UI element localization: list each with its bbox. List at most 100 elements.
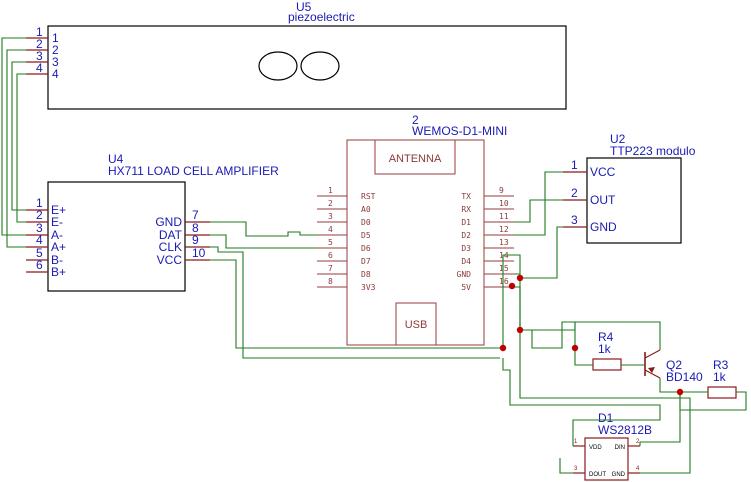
u4-value: HX711 LOAD CELL AMPLIFIER bbox=[108, 164, 279, 178]
u4-pin-number: 3 bbox=[36, 221, 43, 235]
wemos-pin-number: 7 bbox=[328, 264, 333, 273]
u4-right-pins: 7 8 9 10 GND DAT CLK VCC bbox=[155, 208, 210, 267]
r4-value: 1k bbox=[598, 342, 612, 356]
wemos-pin-number: 8 bbox=[328, 277, 333, 286]
d1-pin-number: 3 bbox=[574, 466, 578, 472]
junction-dot bbox=[676, 388, 684, 396]
u4-pin-number: 5 bbox=[36, 246, 43, 260]
d1-pin-label: DOUT bbox=[589, 472, 606, 478]
component-d1-ws2812b[interactable]: D1 WS2812B 1 2 3 4 VDD DIN DOUT GND bbox=[573, 411, 652, 481]
wire-piezo1-a-minus bbox=[1, 37, 26, 236]
wemos-left-pins: 1 2 3 4 5 6 7 8 RST A0 D0 D5 D6 D7 D8 3V… bbox=[317, 186, 376, 292]
wire-led-din bbox=[639, 392, 681, 446]
wemos-body bbox=[346, 139, 485, 346]
wemos-pin-number: 4 bbox=[328, 225, 333, 234]
component-wemos-d1-mini[interactable]: 2 WEMOS-D1-MINI ANTENNA USB 1 2 3 4 5 6 … bbox=[317, 113, 514, 346]
u5-pin-number: 4 bbox=[36, 61, 43, 75]
u5-value: piezoelectric bbox=[288, 10, 355, 24]
q2-value: BD140 bbox=[666, 370, 703, 384]
wemos-ref: 2 bbox=[412, 113, 419, 127]
wire-piezo4-e-minus bbox=[16, 73, 26, 223]
u5-pin-label: 3 bbox=[52, 55, 59, 69]
u4-pin-number: 2 bbox=[36, 208, 43, 222]
u4-pin-label: VCC bbox=[157, 253, 183, 267]
u4-pin-number: 7 bbox=[192, 208, 199, 222]
junctions bbox=[499, 274, 684, 396]
u5-piezo-disc-right bbox=[300, 51, 340, 81]
u2-pins: 1 2 3 VCC OUT GND bbox=[563, 158, 617, 234]
wemos-antenna-label: ANTENNA bbox=[389, 153, 442, 165]
u4-pin-number: 10 bbox=[192, 246, 206, 260]
u4-pin-number: 8 bbox=[192, 221, 199, 235]
wire-piezo3-e-plus bbox=[11, 61, 26, 211]
component-u4-hx711[interactable]: U4 HX711 LOAD CELL AMPLIFIER 1 2 3 4 5 6… bbox=[26, 152, 279, 292]
q2-emitter bbox=[644, 369, 661, 379]
wemos-pin-number: 1 bbox=[328, 186, 333, 195]
u4-body bbox=[47, 181, 186, 292]
u4-pin-number: 4 bbox=[36, 233, 43, 247]
junction-dot bbox=[516, 274, 524, 282]
wire-collector-r3 bbox=[659, 378, 708, 393]
component-r3-resistor[interactable]: R3 1k bbox=[707, 358, 737, 399]
u2-pin-label: GND bbox=[590, 220, 617, 234]
wire-d2-ttp-vcc bbox=[514, 171, 563, 236]
u4-ref: U4 bbox=[108, 152, 124, 166]
wemos-pin-label: RST bbox=[361, 192, 376, 201]
u5-pin-label: 2 bbox=[52, 43, 59, 57]
wemos-pin-number: 6 bbox=[328, 251, 333, 260]
u5-body bbox=[47, 25, 567, 110]
wire-5v-emitter bbox=[520, 321, 661, 350]
u4-pin-label: A+ bbox=[51, 240, 66, 254]
u2-pin-label: OUT bbox=[590, 193, 616, 207]
wemos-pin-label: GND bbox=[457, 270, 472, 279]
component-u2-ttp223[interactable]: U2 TTP223 modulo 1 2 3 VCC OUT GND bbox=[563, 132, 696, 244]
d1-pin-label: GND bbox=[612, 472, 626, 478]
r3-ref: R3 bbox=[713, 358, 729, 372]
wemos-pin-number: 13 bbox=[499, 238, 509, 247]
wire-d1-ttp-out bbox=[514, 199, 563, 223]
u4-pin-label: A- bbox=[51, 228, 63, 242]
u4-left-pins: 1 2 3 4 5 6 E+ E- A- A+ B- B+ bbox=[26, 196, 66, 279]
q2-collector bbox=[644, 349, 661, 359]
d1-pin-number: 4 bbox=[636, 466, 640, 472]
wemos-pin-label: TX bbox=[461, 192, 471, 201]
u4-pin-label: B- bbox=[51, 253, 63, 267]
wire-led-vdd bbox=[502, 358, 661, 446]
junction-dot bbox=[508, 282, 516, 290]
component-q2-transistor[interactable]: Q2 BD140 bbox=[644, 349, 703, 384]
wemos-pin-label: D6 bbox=[361, 244, 371, 253]
wemos-pin-label: D5 bbox=[361, 231, 371, 240]
component-u5-piezoelectric[interactable]: U5 piezoelectric 1 2 3 4 1 2 3 4 bbox=[26, 0, 567, 110]
u4-pin-label: B+ bbox=[51, 265, 66, 279]
wire-led-dout bbox=[559, 458, 573, 474]
component-r4-resistor[interactable]: R4 1k bbox=[592, 330, 622, 371]
wemos-usb bbox=[395, 302, 437, 346]
u5-pins: 1 2 3 4 1 2 3 4 bbox=[26, 25, 59, 81]
d1-pin-number: 2 bbox=[636, 439, 640, 445]
junction-dot bbox=[571, 344, 579, 352]
wemos-pin-number: 12 bbox=[499, 225, 509, 234]
u5-pin-number: 2 bbox=[36, 37, 43, 51]
wire-gnd-ttp223 bbox=[514, 226, 563, 279]
d1-pin-label: VDD bbox=[589, 445, 602, 451]
u2-pin-label: VCC bbox=[590, 165, 616, 179]
wemos-pin-label: D1 bbox=[461, 218, 471, 227]
wires bbox=[1, 37, 747, 474]
u5-pin-number: 1 bbox=[36, 25, 43, 39]
wire-hx711-dat bbox=[210, 234, 317, 249]
u4-pin-label: CLK bbox=[159, 240, 182, 254]
wemos-pin-label: D4 bbox=[461, 257, 471, 266]
q2-emitter-arrow bbox=[648, 367, 655, 373]
wire-piezo2-a-plus bbox=[6, 49, 26, 248]
wemos-pin-label: D3 bbox=[461, 244, 471, 253]
d1-ref: D1 bbox=[598, 411, 614, 425]
u4-pin-label: DAT bbox=[159, 228, 183, 242]
wire-r4-left bbox=[574, 322, 593, 366]
wemos-pin-number: 5 bbox=[328, 238, 333, 247]
u5-pin-number: 3 bbox=[36, 49, 43, 63]
u2-pin-number: 3 bbox=[571, 213, 578, 227]
wemos-pin-label: A0 bbox=[361, 205, 371, 214]
r4-ref: R4 bbox=[598, 330, 614, 344]
d1-pin-label: DIN bbox=[615, 445, 625, 451]
u5-ref: U5 bbox=[296, 0, 312, 14]
